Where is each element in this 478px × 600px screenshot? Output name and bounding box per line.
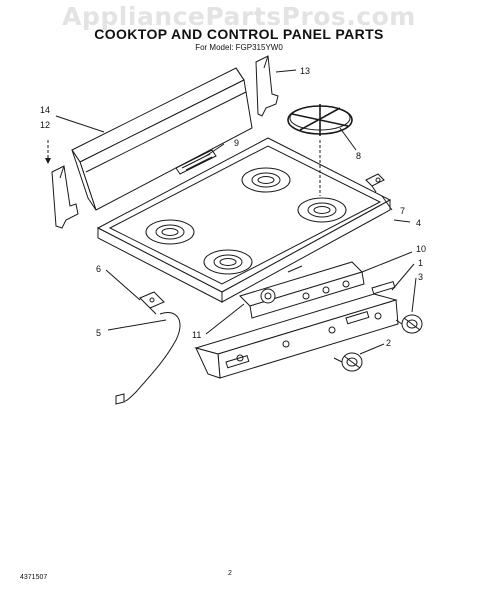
wire-5 [115, 312, 181, 405]
control-panel [194, 280, 399, 379]
callout-2: 2 [386, 338, 391, 348]
callout-9: 9 [234, 138, 239, 148]
callout-8: 8 [356, 151, 361, 161]
doc-number: 4371507 [20, 574, 48, 581]
callout-10: 10 [416, 244, 426, 254]
control-knob-3 [395, 314, 423, 334]
leader-lines [55, 69, 417, 355]
callout-5: 5 [96, 328, 101, 338]
callout-6: 6 [96, 264, 101, 274]
callout-13: 13 [300, 66, 310, 76]
burner-bowls [145, 167, 347, 275]
callout-3: 3 [418, 272, 423, 282]
backguard-panel [71, 67, 253, 211]
callout-11: 11 [192, 330, 201, 340]
right-end-bracket [255, 55, 279, 117]
callout-labels: 14 12 13 9 8 7 4 10 1 3 2 6 5 11 [40, 66, 426, 348]
callout-14: 14 [40, 105, 50, 115]
cooktop-clip [365, 173, 385, 193]
control-manifold [239, 261, 365, 319]
watermark: AppliancePartsPros.com [62, 2, 416, 31]
callout-7: 7 [400, 206, 405, 216]
page-number: 2 [228, 570, 232, 577]
callout-4: 4 [416, 218, 421, 228]
bracket-6 [139, 291, 165, 315]
burner-grate [287, 104, 353, 196]
control-knob-2 [333, 352, 363, 372]
callout-12: 12 [40, 120, 50, 130]
left-end-bracket [45, 140, 79, 229]
model-subtitle: For Model: FGP315YW0 [195, 43, 283, 52]
page-title: COOKTOP AND CONTROL PANEL PARTS [94, 26, 384, 42]
cooktop-main-top [96, 137, 392, 303]
callout-1: 1 [418, 258, 423, 268]
